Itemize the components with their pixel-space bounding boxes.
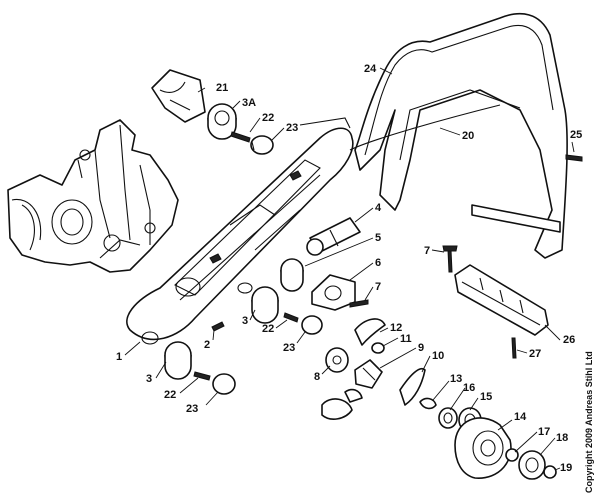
nut-18 bbox=[518, 450, 546, 480]
handle-grip-26 bbox=[454, 264, 549, 336]
callout-26: 26 bbox=[563, 334, 575, 346]
screw-7-upper bbox=[442, 245, 458, 273]
callout-22-mid: 22 bbox=[262, 323, 274, 335]
cutter-arm bbox=[126, 117, 354, 345]
clutch-shoe-10 bbox=[399, 368, 426, 406]
callout-16: 16 bbox=[463, 382, 475, 394]
plug-23-lower bbox=[212, 373, 236, 395]
screw-25 bbox=[565, 154, 583, 162]
callout-23-mid: 23 bbox=[283, 342, 295, 354]
callout-2: 2 bbox=[204, 339, 210, 351]
leader-lines bbox=[124, 67, 575, 471]
callout-23-top: 23 bbox=[286, 122, 298, 134]
callout-13: 13 bbox=[450, 373, 462, 385]
circlip-13 bbox=[419, 397, 437, 410]
guard-piece-21 bbox=[151, 69, 206, 123]
bushing-3-lower bbox=[164, 341, 192, 380]
callout-18: 18 bbox=[556, 432, 568, 444]
callout-3-lower: 3 bbox=[146, 373, 152, 385]
bushing-5 bbox=[280, 258, 304, 292]
clutch-drum-14 bbox=[454, 417, 512, 479]
callout-7-upper: 7 bbox=[424, 245, 430, 257]
bracket-6 bbox=[311, 274, 356, 311]
callout-23-lower: 23 bbox=[186, 403, 198, 415]
clutch-shoe-lower bbox=[321, 388, 363, 420]
callout-24: 24 bbox=[364, 63, 377, 75]
plug-23-mid bbox=[301, 315, 323, 335]
callout-3-mid: 3 bbox=[242, 315, 248, 327]
callout-22-top: 22 bbox=[262, 112, 274, 124]
callout-22-lower: 22 bbox=[164, 389, 176, 401]
screw-22-top bbox=[230, 131, 251, 143]
callout-4: 4 bbox=[375, 202, 382, 214]
spring-4 bbox=[306, 217, 361, 256]
callout-11: 11 bbox=[400, 333, 412, 345]
callout-27: 27 bbox=[529, 348, 541, 360]
callout-14: 14 bbox=[514, 411, 527, 423]
washer-8 bbox=[325, 347, 349, 373]
callout-20: 20 bbox=[462, 130, 474, 142]
spring-11 bbox=[371, 342, 385, 354]
callout-5: 5 bbox=[375, 232, 381, 244]
plug-23-top bbox=[250, 135, 274, 155]
callout-19: 19 bbox=[560, 462, 572, 474]
callout-7-mid: 7 bbox=[375, 281, 381, 293]
callout-3a: 3A bbox=[242, 97, 256, 109]
clutch-hub-9 bbox=[354, 359, 383, 389]
callout-21: 21 bbox=[216, 82, 228, 94]
callout-15: 15 bbox=[480, 391, 492, 403]
callout-labels: 21 3A 22 23 24 20 25 4 5 7 6 7 3 22 2 23… bbox=[116, 63, 582, 474]
engine-crankcase bbox=[7, 119, 179, 273]
bushing-3a bbox=[207, 103, 237, 140]
handle-frame bbox=[349, 12, 568, 259]
bolt-19 bbox=[543, 465, 557, 479]
bushing-3-mid bbox=[251, 286, 279, 324]
callout-9: 9 bbox=[418, 342, 424, 354]
screw-7-mid bbox=[349, 299, 369, 308]
callout-6: 6 bbox=[375, 257, 381, 269]
callout-17: 17 bbox=[538, 426, 550, 438]
screw-2 bbox=[211, 321, 225, 332]
callout-10: 10 bbox=[432, 350, 444, 362]
callout-1: 1 bbox=[116, 351, 122, 363]
callout-8: 8 bbox=[314, 371, 320, 383]
washer-16 bbox=[438, 407, 458, 429]
callout-12: 12 bbox=[390, 322, 402, 334]
screw-22-lower bbox=[193, 371, 211, 381]
copyright-notice: Copyright 2009 Andreas Stihl Ltd bbox=[584, 351, 594, 493]
screw-27 bbox=[511, 337, 517, 359]
clutch-shoe-12 bbox=[354, 318, 386, 346]
callout-25: 25 bbox=[570, 129, 582, 141]
screw-22-mid bbox=[283, 312, 299, 323]
